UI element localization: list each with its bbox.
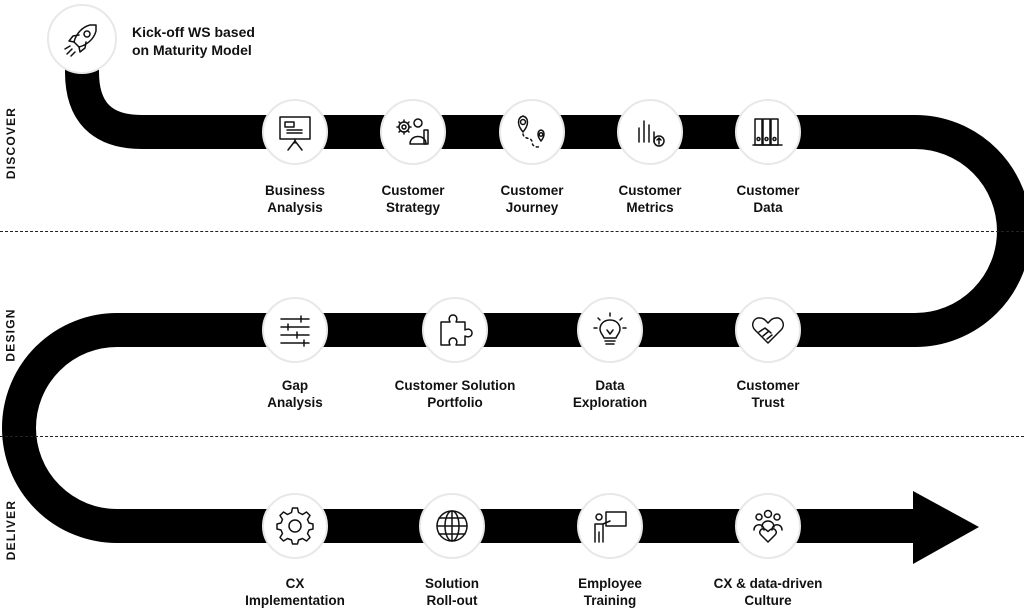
binders-icon [752,118,783,146]
divider-design-deliver [0,436,1024,437]
step-business-analysis [262,99,328,165]
gear-icon [276,507,314,545]
phase-label-deliver: DELIVER [4,499,19,561]
step-customer-journey [499,99,565,165]
sliders-icon [280,315,310,347]
globe-icon [436,510,468,542]
phase-label-design: DESIGN [4,308,18,362]
presentation-board-icon [279,116,311,151]
rocket-icon [64,24,97,57]
lightbulb-icon [593,312,627,345]
road-path [2,55,1024,543]
step-data-exploration [577,297,643,363]
road-arrowhead [913,491,979,564]
step-cx-data-driven-culture [735,493,801,559]
step-employee-training [577,493,643,559]
phase-label-discover: DISCOVER [4,106,18,180]
trainer-board-icon [594,511,627,543]
step-customer-solution-portfolio [422,297,488,363]
bar-chart-arrow-icon [638,120,665,147]
step-customer-trust [735,297,801,363]
step-cx-implementation [262,493,328,559]
step-customer-metrics [617,99,683,165]
divider-discover-design [0,231,1024,232]
gear-person-icon [396,118,429,145]
map-pin-route-icon [517,115,545,148]
step-gap-analysis [262,297,328,363]
kickoff-node [47,4,117,74]
heart-handshake-icon [752,317,784,344]
team-heart-icon [753,509,783,543]
step-solution-rollout [419,493,485,559]
step-customer-strategy [380,99,446,165]
step-customer-data [735,99,801,165]
puzzle-piece-icon [440,314,473,346]
kickoff-label: Kick-off WS based on Maturity Model [132,24,255,58]
